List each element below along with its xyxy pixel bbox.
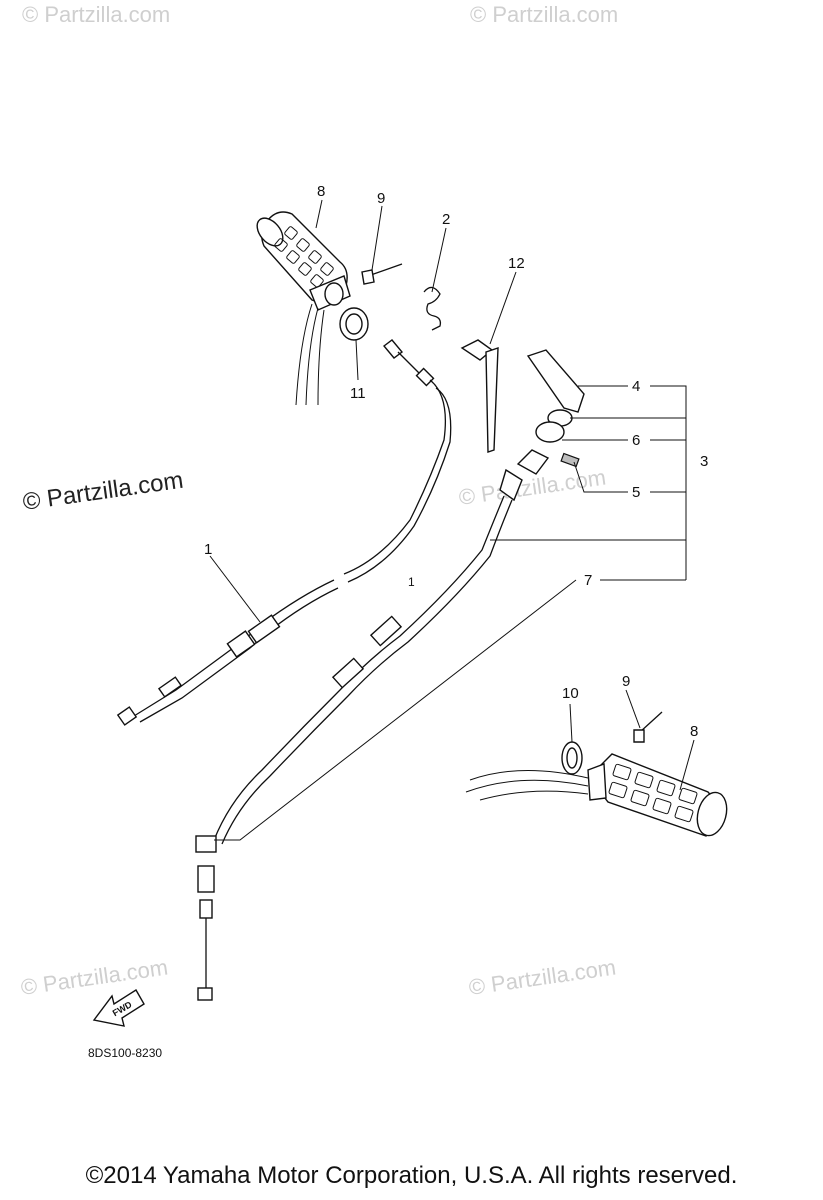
screw-9-top-illustration [361, 263, 403, 285]
leader-lines [209, 199, 695, 841]
callout-9-bottom: 9 [622, 673, 630, 690]
watermark-main: © Partzilla.com [21, 467, 185, 516]
watermark-bottom-right: © Partzilla.com [467, 955, 617, 1000]
grip-left-illustration [256, 211, 351, 406]
callout-4: 4 [632, 378, 640, 395]
callout-11: 11 [350, 385, 366, 402]
ring-11-illustration [339, 307, 369, 341]
diagram-code: 8DS100-8230 [88, 1046, 162, 1060]
watermark-top-left: © Partzilla.com [22, 2, 170, 27]
callout-8-bottom: 8 [690, 723, 698, 740]
watermark-bottom-left: © Partzilla.com [19, 955, 169, 1000]
callout-1: 1 [204, 541, 212, 558]
cable-7-illustration [195, 449, 550, 1001]
callout-5: 5 [632, 484, 640, 501]
callout-7: 7 [584, 572, 592, 589]
grip-right-illustration [465, 753, 728, 837]
cable-1-illustration [116, 339, 452, 726]
bracket-4-illustration [526, 349, 585, 413]
clip-2-illustration [423, 286, 442, 331]
washer-6-illustration [535, 409, 573, 443]
watermark-top-right: © Partzilla.com [470, 2, 618, 27]
callout-10: 10 [562, 685, 579, 702]
callout-6: 6 [632, 432, 640, 449]
callout-3: 3 [700, 453, 708, 470]
ring-10-illustration [561, 741, 583, 775]
fwd-arrow-icon: FWD [92, 989, 145, 1027]
copyright-notice: ©2014 Yamaha Motor Corporation, U.S.A. A… [85, 1162, 738, 1189]
screw-9-bottom-illustration [633, 711, 663, 743]
pin-5-illustration [560, 452, 580, 468]
callout-8-top: 8 [317, 183, 325, 200]
cable-tie-12-illustration [460, 339, 499, 453]
callout-12: 12 [508, 255, 525, 272]
callout-2: 2 [442, 211, 450, 228]
callout-9-top: 9 [377, 190, 385, 207]
callout-1-small: 1 [408, 575, 415, 589]
